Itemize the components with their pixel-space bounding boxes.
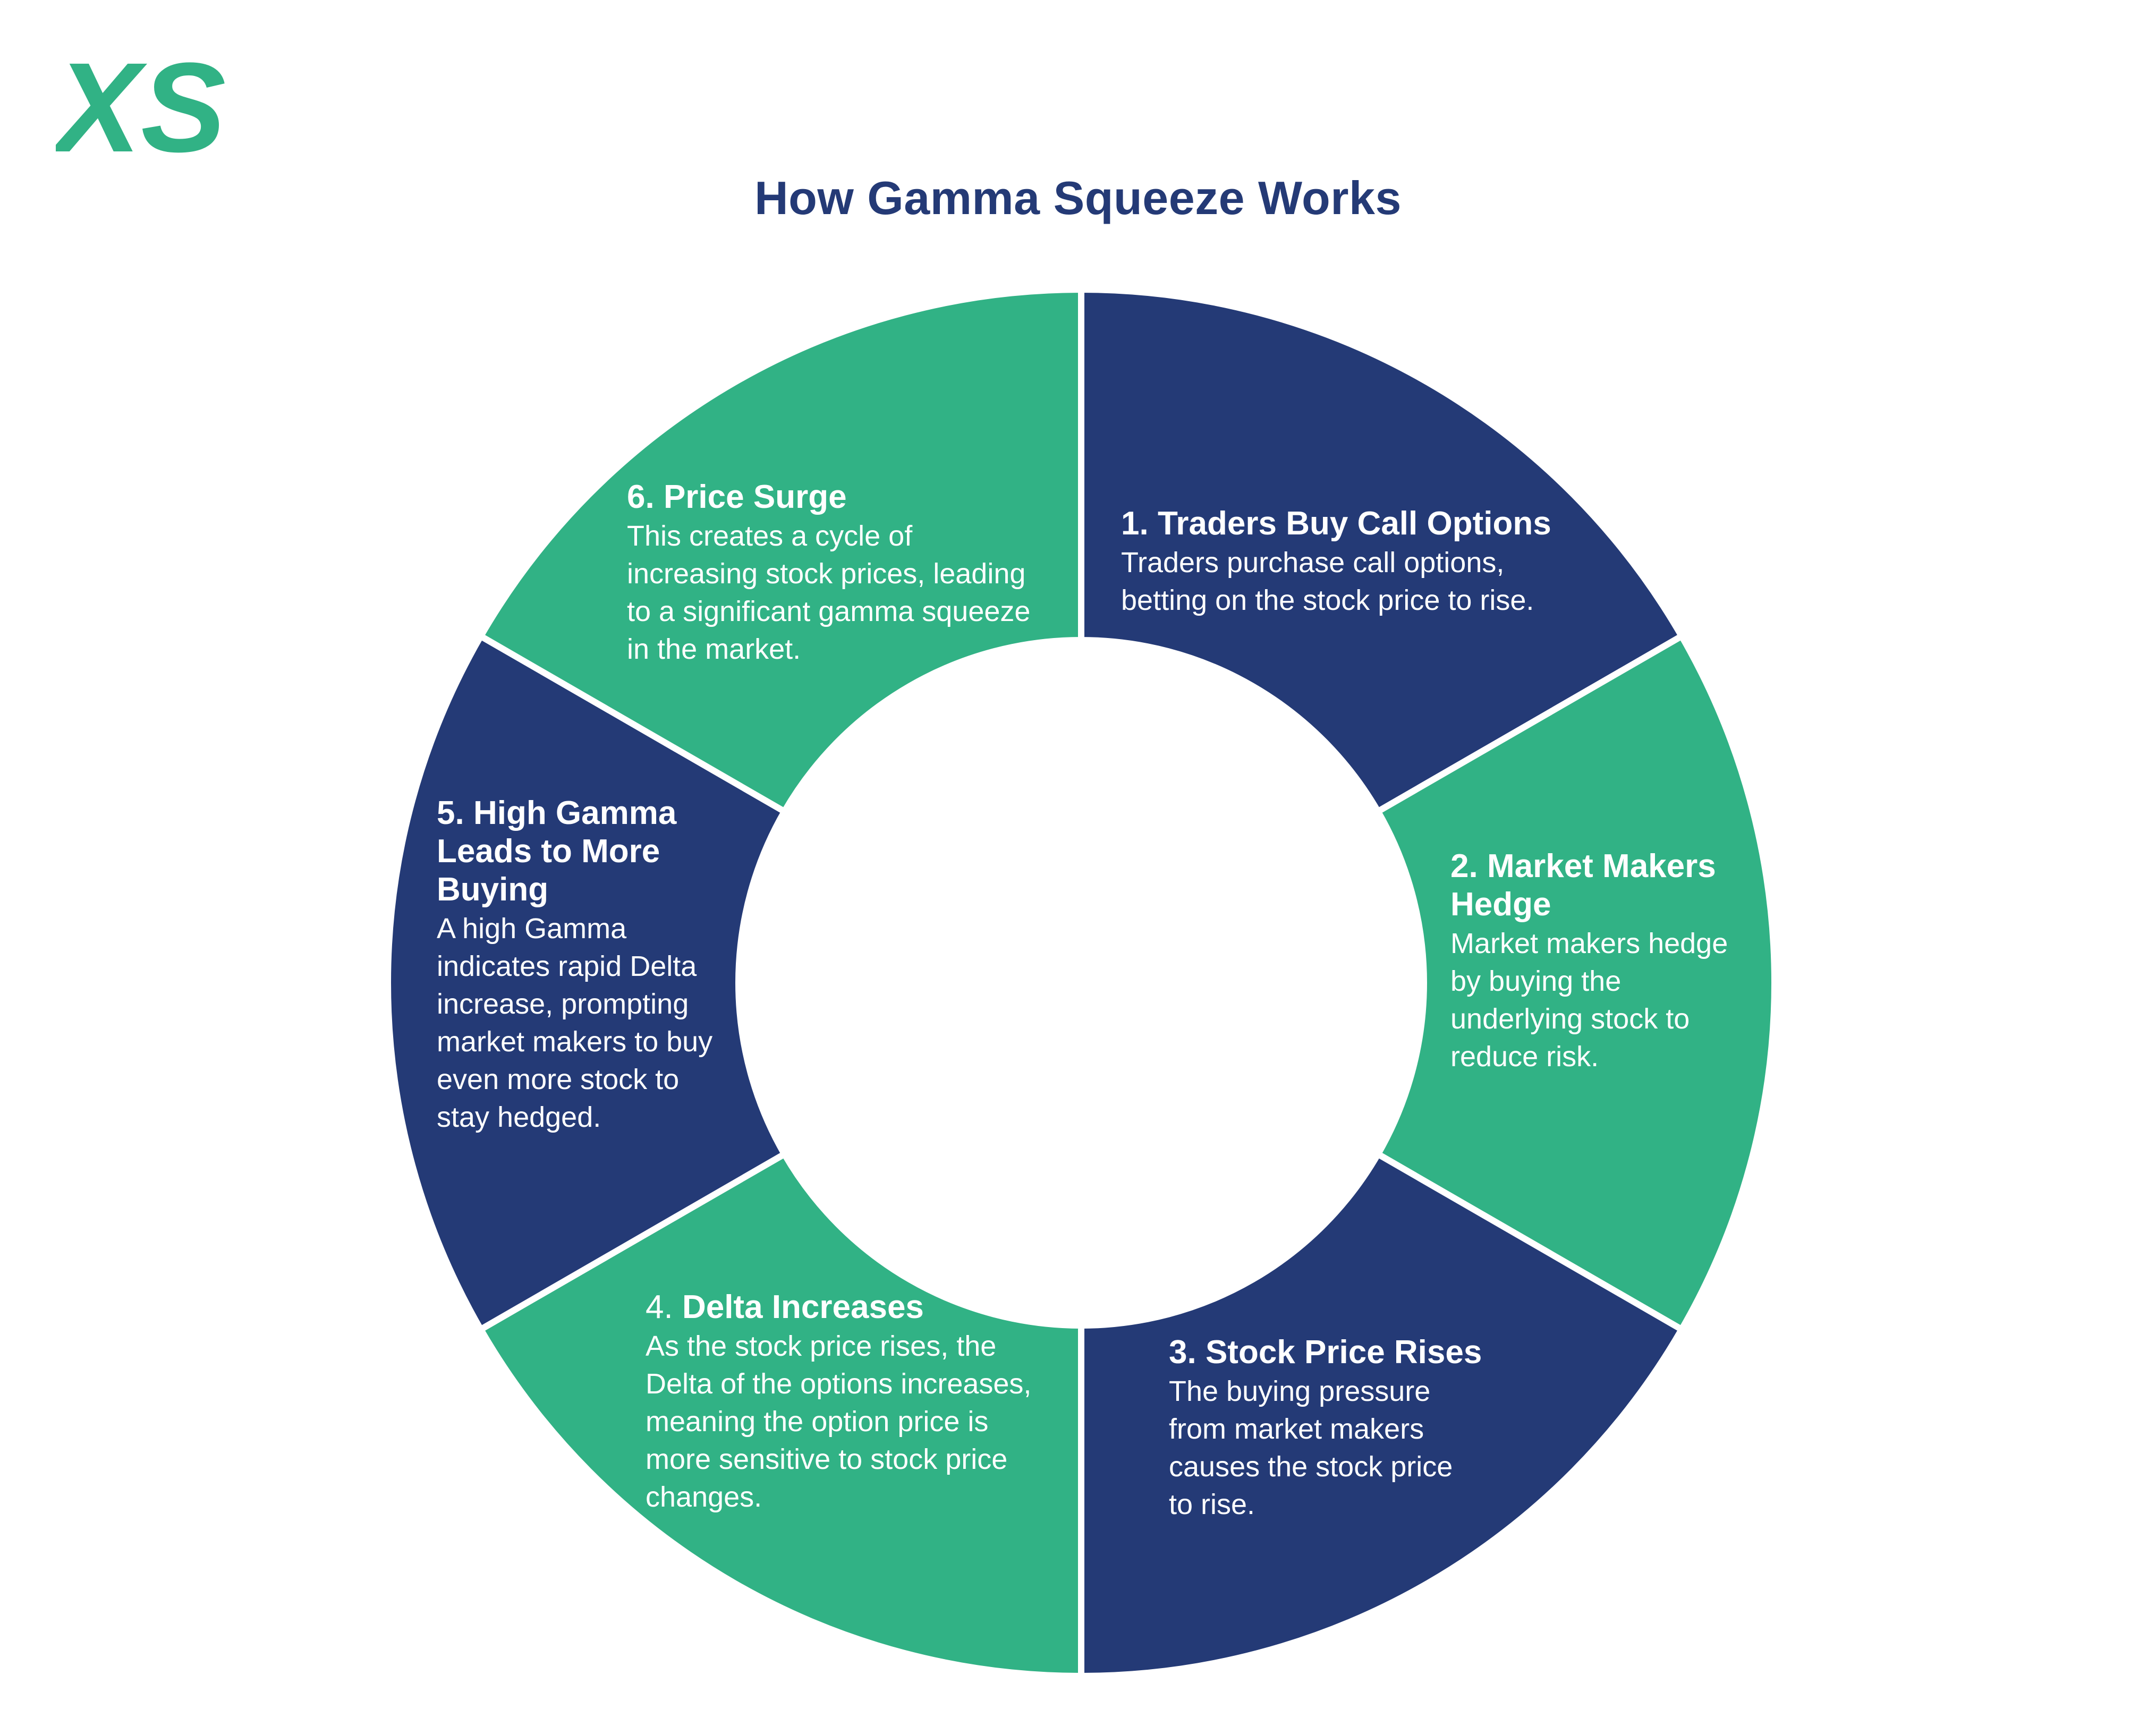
step-1-description: Traders purchase call options, betting o…: [1121, 547, 1534, 616]
segment-2: [1373, 632, 1778, 1334]
segment-4: [476, 1150, 1084, 1680]
segment-3: [1078, 1150, 1686, 1680]
step-2-title: 2. Market Makers Hedge: [1450, 848, 1716, 923]
segment-6: [476, 286, 1084, 816]
step-4-title: 4. Delta Increases: [646, 1289, 924, 1325]
step-6: 6. Price Surge This creates a cycle of i…: [627, 478, 1084, 668]
step-6-description: This creates a cycle of increasing stock…: [627, 520, 1031, 665]
xs-logo: XS: [56, 56, 226, 162]
step-2: 2. Market Makers Hedge Market makers hed…: [1450, 847, 1790, 1076]
step-6-title: 6. Price Surge: [627, 479, 847, 515]
diagram-title: How Gamma Squeeze Works: [754, 172, 1402, 224]
step-5: 5. High Gamma Leads to More Buying A hig…: [437, 794, 766, 1136]
step-4-description: As the stock price rises, the Delta of t…: [646, 1330, 1032, 1513]
segment-1: [1078, 286, 1686, 816]
step-5-description: A high Gamma indicates rapid Delta incre…: [437, 913, 713, 1133]
step-3-description: The buying pressure from market makers c…: [1169, 1375, 1453, 1520]
step-1-title: 1. Traders Buy Call Options: [1121, 505, 1551, 542]
logo-text: XS: [56, 56, 226, 162]
segment-5: [385, 632, 789, 1334]
step-1: 1. Traders Buy Call Options Traders purc…: [1121, 505, 1599, 619]
step-3: 3. Stock Price Rises The buying pressure…: [1169, 1333, 1541, 1524]
step-4: 4. Delta Increases As the stock price ri…: [646, 1288, 1102, 1516]
step-5-title: 5. High Gamma Leads to More Buying: [437, 795, 677, 908]
step-3-title: 3. Stock Price Rises: [1169, 1334, 1482, 1371]
step-2-description: Market makers hedge by buying the underl…: [1450, 928, 1728, 1073]
